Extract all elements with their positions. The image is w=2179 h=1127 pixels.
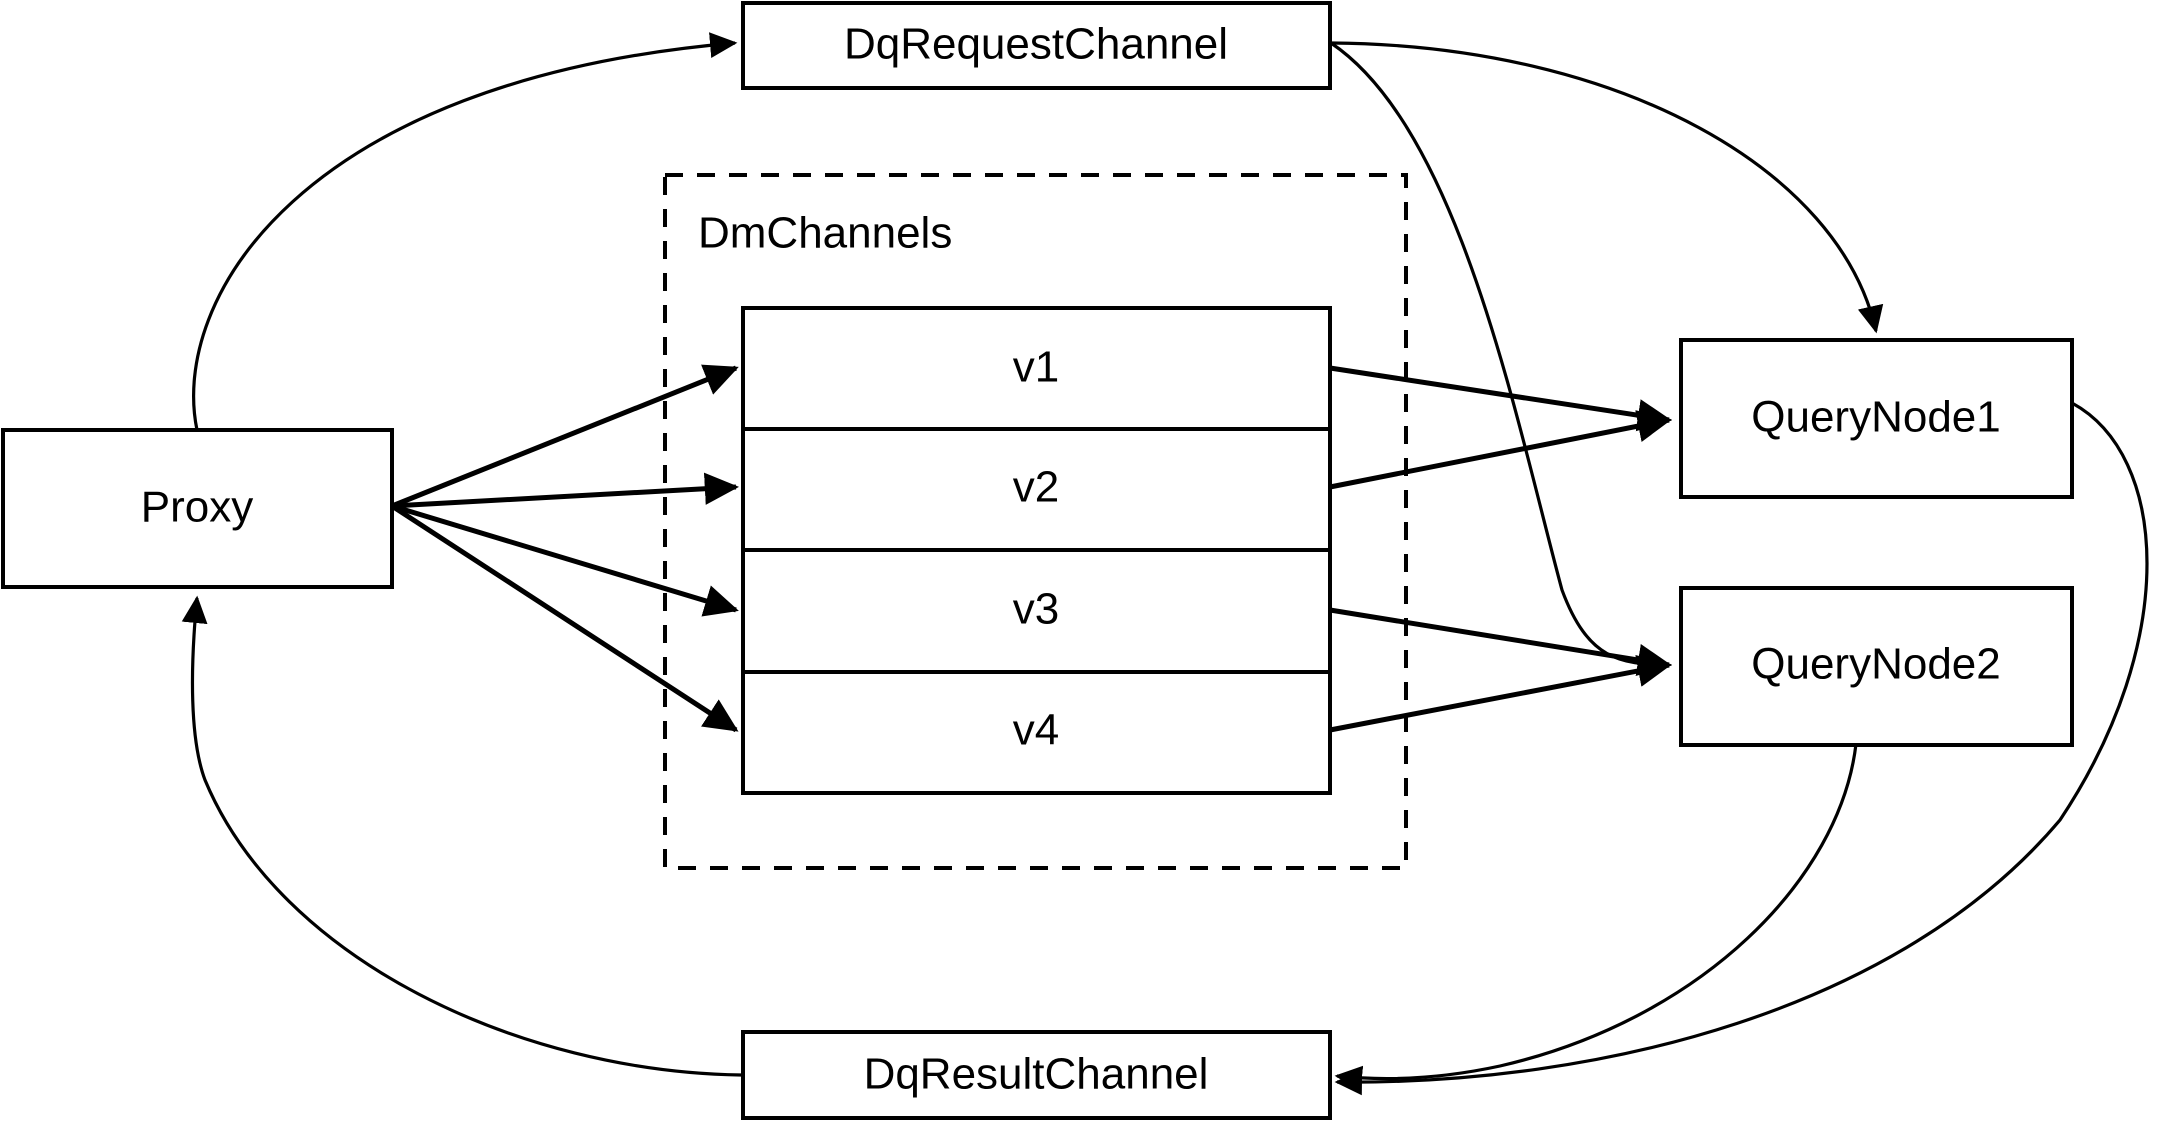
node-dq-result-channel [741, 1030, 1332, 1120]
node-query-node-1 [1679, 338, 2074, 499]
node-proxy-label: Proxy [141, 483, 253, 532]
shard-row-v2: v2 [1013, 463, 1059, 512]
edge-proxy-to-v4 [390, 503, 739, 733]
node-proxy [1, 428, 394, 589]
edge-v2-to-query-node-1 [1329, 410, 1672, 490]
node-query-node-1-label: QueryNode1 [1751, 393, 2000, 442]
node-query-node-2-label: QueryNode2 [1751, 640, 2000, 689]
edge-dq-result-channel-to-proxy [181, 595, 742, 1077]
edge-proxy-to-v3 [391, 503, 739, 617]
edge-proxy-to-dq-request-channel [192, 32, 738, 431]
edge-v1-to-query-node-1 [1329, 365, 1672, 432]
shard-row-v1: v1 [1013, 343, 1059, 392]
shard-row-v3: v3 [1013, 585, 1059, 634]
edge-v4-to-query-node-2 [1329, 654, 1672, 733]
node-query-node-2 [1679, 586, 2074, 747]
edge-dq-request-channel-to-query-node-1 [1330, 41, 1884, 334]
edge-dq-request-channel-to-query-node-2 [1330, 41, 1670, 675]
edge-proxy-to-v1 [391, 364, 739, 509]
dm-channels-group-label: DmChannels [698, 209, 952, 258]
shard-row-v4: v4 [1013, 706, 1059, 755]
edge-query-node-2-to-dq-result-channel [1334, 743, 1858, 1092]
edge-v3-to-query-node-2 [1329, 607, 1672, 676]
edge-proxy-to-v2 [391, 472, 739, 509]
dm-channels-group [663, 173, 1408, 870]
node-dq-request-channel-label: DqRequestChannel [844, 20, 1228, 69]
edge-query-node-1-to-dq-result-channel [1334, 401, 2149, 1096]
node-dq-result-channel-label: DqResultChannel [864, 1050, 1209, 1099]
node-dq-request-channel [741, 1, 1332, 90]
